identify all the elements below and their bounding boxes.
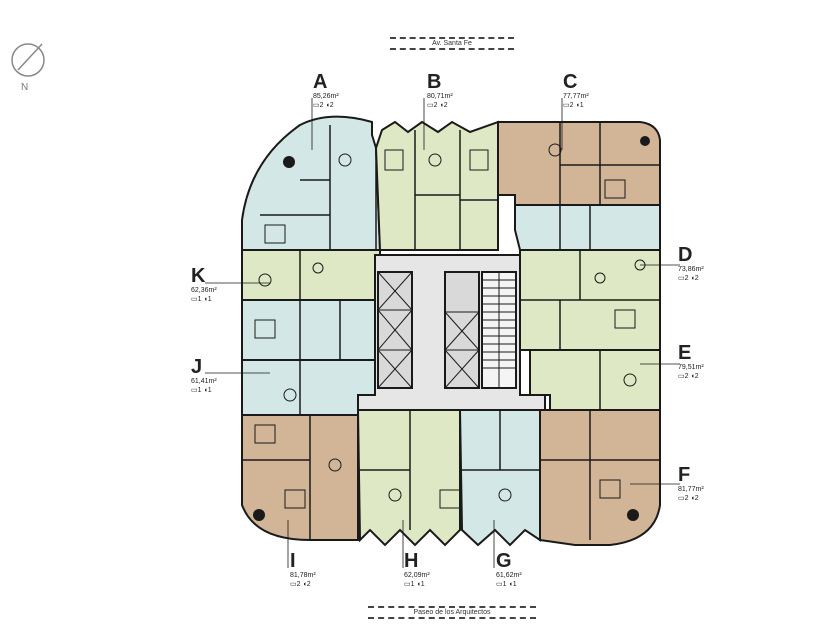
- unit-h-area: [356, 409, 461, 547]
- unit-f-area-text: 81,77m²: [678, 486, 704, 493]
- unit-c-rooms: ▭2 ◖1: [563, 102, 584, 109]
- toilet-icon: ◖: [690, 275, 695, 282]
- toilet-icon: ◖: [508, 581, 513, 588]
- unit-c-letter: C: [563, 71, 578, 93]
- unit-g-area-text: 61,62m²: [496, 572, 522, 579]
- unit-k-area-blue: [241, 299, 376, 361]
- toilet-icon: ◖: [203, 296, 208, 303]
- unit-a-area: [241, 115, 382, 251]
- unit-i-area: [241, 414, 359, 541]
- unit-a-rooms: ▭2 ◖2: [313, 102, 334, 109]
- unit-label-e: E 79,51m² ▭2 ◖2: [678, 343, 704, 381]
- unit-fills: [241, 115, 661, 547]
- compass-north-label: N: [21, 82, 29, 93]
- bed-icon: ▭: [191, 387, 198, 394]
- unit-label-g: G 61,62m² ▭1 ◖1: [496, 551, 522, 589]
- toilet-icon: ◖: [416, 581, 421, 588]
- unit-e-rooms: ▭2 ◖2: [678, 373, 699, 380]
- unit-i-area-text: 81,78m²: [290, 572, 316, 579]
- bed-icon: ▭: [313, 102, 320, 109]
- toilet-icon: ◖: [302, 581, 307, 588]
- unit-d-letter: D: [678, 244, 693, 266]
- leader-lines: [205, 98, 680, 568]
- interior-walls: [242, 122, 660, 540]
- unit-b-area-text: 80,71m²: [427, 93, 453, 100]
- toilet-icon: ◖: [439, 102, 444, 109]
- street-bottom: Paseo de los Arquitectos: [368, 606, 536, 619]
- unit-b-area: [374, 120, 499, 251]
- unit-h-letter: H: [404, 550, 419, 572]
- unit-label-f: F 81,77m² ▭2 ◖2: [678, 465, 704, 503]
- unit-a-area-text: 85,26m²: [313, 93, 339, 100]
- unit-label-c: C 77,77m² ▭2 ◖1: [563, 72, 589, 110]
- furniture: [254, 143, 646, 509]
- unit-b-rooms: ▭2 ◖2: [427, 102, 448, 109]
- toilet-icon: ◖: [203, 387, 208, 394]
- street-top: Av. Santa Fe: [390, 37, 514, 50]
- toilet-icon: ◖: [575, 102, 580, 109]
- unit-e-area: [529, 349, 661, 411]
- unit-k-rooms: ▭1 ◖1: [191, 296, 212, 303]
- unit-j-area-text: 61,41m²: [191, 378, 217, 385]
- unit-label-j: J 61,41m² ▭1 ◖1: [191, 357, 217, 395]
- street-bottom-label: Paseo de los Arquitectos: [413, 609, 491, 616]
- compass-icon: [11, 43, 45, 77]
- unit-c-area-text: 77,77m²: [563, 93, 589, 100]
- bed-icon: ▭: [404, 581, 411, 588]
- unit-d-area-text: 73,86m²: [678, 266, 704, 273]
- compass: N: [8, 38, 48, 98]
- bed-icon: ▭: [678, 275, 685, 282]
- unit-c-area-blue: [514, 204, 661, 251]
- toilet-icon: ◖: [690, 495, 695, 502]
- unit-j-letter: J: [191, 356, 203, 378]
- unit-label-b: B 80,71m² ▭2 ◖2: [427, 72, 453, 110]
- unit-f-letter: F: [678, 464, 691, 486]
- unit-a-letter: A: [313, 71, 328, 93]
- unit-k-area-text: 62,36m²: [191, 287, 217, 294]
- toilet-icon: ◖: [325, 102, 330, 109]
- unit-i-letter: I: [290, 550, 296, 572]
- unit-label-a: A 85,26m² ▭2 ◖2: [313, 72, 339, 110]
- bed-icon: ▭: [563, 102, 570, 109]
- unit-c-area-tan: [497, 121, 661, 206]
- bed-icon: ▭: [678, 495, 685, 502]
- unit-d-rooms: ▭2 ◖2: [678, 275, 699, 282]
- unit-label-h: H 62,09m² ▭1 ◖1: [404, 551, 430, 589]
- unit-label-i: I 81,78m² ▭2 ◖2: [290, 551, 316, 589]
- street-top-label: Av. Santa Fe: [432, 40, 472, 47]
- unit-e-area-text: 79,51m²: [678, 364, 704, 371]
- unit-j-rooms: ▭1 ◖1: [191, 387, 212, 394]
- unit-h-rooms: ▭1 ◖1: [404, 581, 425, 588]
- unit-i-rooms: ▭2 ◖2: [290, 581, 311, 588]
- bed-icon: ▭: [427, 102, 434, 109]
- unit-label-k: K 62,36m² ▭1 ◖1: [191, 266, 217, 304]
- unit-k-letter: K: [191, 265, 206, 287]
- columns: [253, 136, 650, 521]
- unit-label-d: D 73,86m² ▭2 ◖2: [678, 245, 704, 283]
- unit-g-letter: G: [496, 550, 512, 572]
- unit-e-letter: E: [678, 342, 692, 364]
- unit-h-area-text: 62,09m²: [404, 572, 430, 579]
- bed-icon: ▭: [191, 296, 198, 303]
- bed-icon: ▭: [496, 581, 503, 588]
- unit-b-letter: B: [427, 71, 442, 93]
- unit-f-area: [539, 409, 661, 546]
- unit-j-area: [241, 359, 376, 416]
- unit-g-area: [458, 409, 541, 547]
- unit-f-rooms: ▭2 ◖2: [678, 495, 699, 502]
- unit-g-rooms: ▭1 ◖1: [496, 581, 517, 588]
- building-core: [357, 254, 546, 411]
- bed-icon: ▭: [290, 581, 297, 588]
- bed-icon: ▭: [678, 373, 685, 380]
- toilet-icon: ◖: [690, 373, 695, 380]
